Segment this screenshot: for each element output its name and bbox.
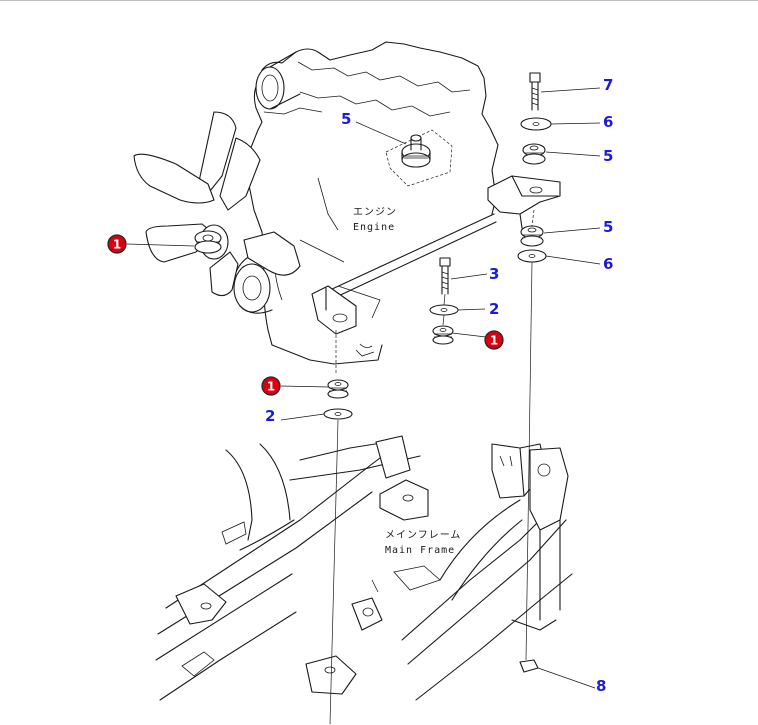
- callout-badge-1-fan: 1: [107, 234, 127, 254]
- main-frame-label-jp: メインフレーム: [385, 529, 461, 541]
- callout-number-5-lower: 5: [603, 218, 613, 236]
- cooling-fan-illustration: [133, 111, 301, 297]
- callout-number-5-upper: 5: [603, 147, 613, 165]
- engine-label-en: Engine: [353, 222, 395, 233]
- callout-number-2-lower: 2: [265, 407, 275, 425]
- callout-number-2-middle: 2: [489, 300, 499, 318]
- mount-parts-upper: [194, 72, 552, 420]
- main-frame-label-en: Main Frame: [385, 545, 455, 556]
- main-frame-label: メインフレーム Main Frame: [385, 529, 461, 556]
- badge-text: 1: [490, 334, 498, 348]
- callout-number-8: 8: [596, 677, 606, 695]
- top-border-line: [0, 0, 758, 1]
- main-frame-illustration: [155, 435, 573, 701]
- callout-number-5-engine: 5: [341, 110, 351, 128]
- callout-badge-1-lower: 1: [261, 376, 281, 396]
- callout-number-7: 7: [603, 76, 613, 94]
- badge-text: 1: [113, 238, 121, 252]
- callout-number-6-upper: 6: [603, 113, 613, 131]
- engine-illustration: [233, 41, 499, 365]
- engine-label-jp: エンジン: [353, 207, 397, 218]
- callout-leaders: [126, 87, 601, 689]
- callout-number-6-lower: 6: [603, 255, 613, 273]
- assembly-lines: [329, 209, 535, 725]
- callout-number-3: 3: [489, 265, 499, 283]
- engine-brackets: [311, 175, 561, 335]
- engine-label: エンジン Engine: [353, 207, 397, 233]
- callout-badge-1-middle: 1: [484, 330, 504, 350]
- badge-text: 1: [267, 380, 275, 394]
